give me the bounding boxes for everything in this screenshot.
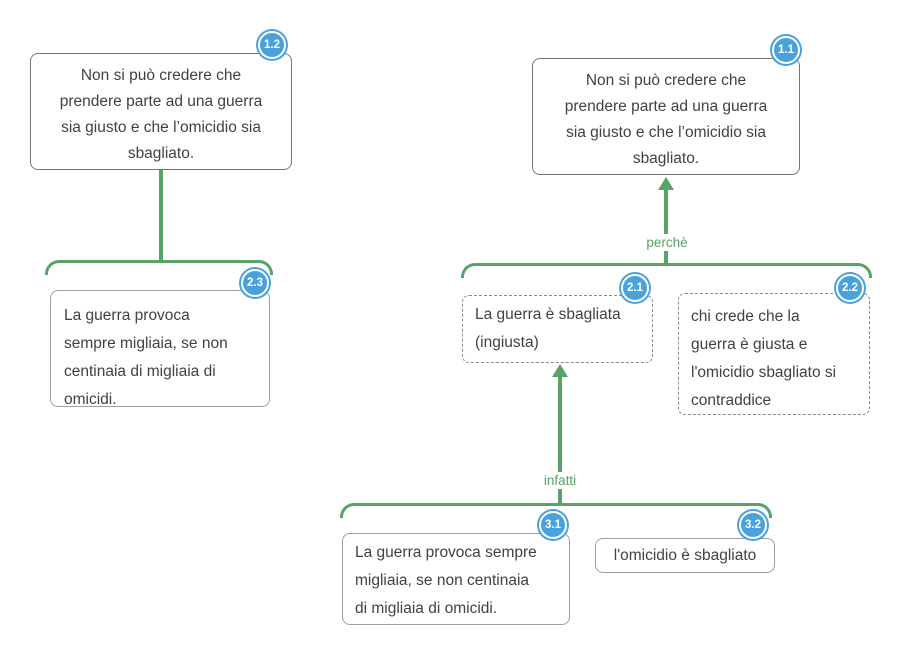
connector-line-1-2-to-2-3	[159, 169, 163, 262]
claim-node-1-2-text: Non si può credere che prendere parte ad…	[59, 67, 263, 162]
reason-node-3-2[interactable]: l'omicidio è sbagliato	[595, 538, 775, 573]
connector-line-perche	[664, 188, 668, 265]
group-bracket-perche	[461, 263, 872, 278]
claim-node-1-2[interactable]: Non si può credere che prendere parte ad…	[30, 53, 292, 170]
node-badge-2-2[interactable]: 2.2	[836, 274, 864, 302]
arrowhead-up-icon	[552, 364, 568, 377]
claim-node-1-1[interactable]: Non si può credere che prendere parte ad…	[532, 58, 800, 175]
node-badge-1-1[interactable]: 1.1	[772, 36, 800, 64]
reason-node-2-3-text: La guerra provoca sempre migliaia, se no…	[64, 307, 228, 408]
reason-node-2-1[interactable]: La guerra è sbagliata (ingiusta)	[462, 295, 653, 363]
edge-label-infatti[interactable]: infatti	[538, 472, 582, 489]
claim-node-1-1-text: Non si può credere che prendere parte ad…	[564, 72, 768, 167]
edge-label-perche[interactable]: perchè	[641, 234, 693, 251]
node-badge-1-2[interactable]: 1.2	[258, 31, 286, 59]
group-bracket-infatti	[340, 503, 772, 518]
reason-node-3-2-text: l'omicidio è sbagliato	[613, 547, 757, 564]
node-badge-2-3[interactable]: 2.3	[241, 269, 269, 297]
reason-node-2-3[interactable]: La guerra provoca sempre migliaia, se no…	[50, 290, 270, 408]
connector-line-infatti	[558, 375, 562, 505]
reason-node-2-1-text: La guerra è sbagliata (ingiusta)	[475, 306, 621, 351]
reason-node-2-2-text: chi crede che la guerra è giusta e l'omi…	[691, 308, 837, 409]
arrowhead-up-icon	[658, 177, 674, 190]
group-bracket-left	[45, 260, 273, 275]
reason-node-3-1-text: La guerra provoca sempre migliaia, se no…	[355, 544, 537, 617]
node-badge-3-1[interactable]: 3.1	[539, 511, 567, 539]
reason-node-2-2[interactable]: chi crede che la guerra è giusta e l'omi…	[678, 293, 870, 415]
reason-node-3-1[interactable]: La guerra provoca sempre migliaia, se no…	[342, 533, 570, 625]
node-badge-3-2[interactable]: 3.2	[739, 511, 767, 539]
node-badge-2-1[interactable]: 2.1	[621, 274, 649, 302]
